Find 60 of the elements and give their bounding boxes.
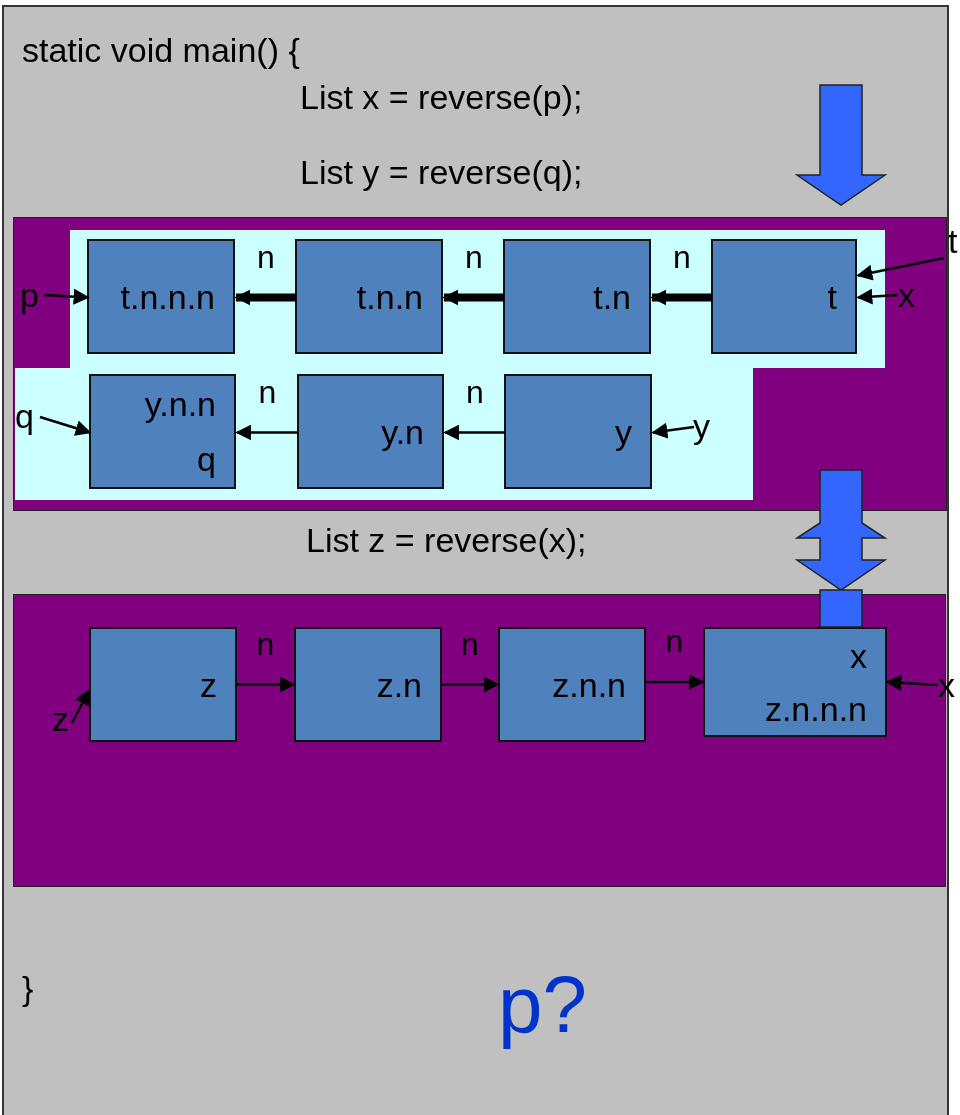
list-node-box	[703, 627, 887, 737]
node-label: y	[615, 412, 632, 451]
code-line: List x = reverse(p);	[300, 77, 583, 117]
variable-label: q	[15, 397, 39, 435]
edge-label: n	[465, 239, 483, 274]
arrow	[443, 424, 505, 441]
edge-label: n	[466, 374, 484, 409]
variable-label: y	[693, 407, 715, 445]
edge-label: n	[673, 239, 691, 274]
arrow	[856, 288, 899, 305]
code-line: static void main() {	[22, 30, 300, 70]
list-node-box	[294, 627, 442, 742]
variable-label: p	[20, 276, 44, 314]
list-node-box	[504, 374, 652, 489]
question-text: p?	[498, 960, 587, 1050]
arrow	[235, 424, 298, 441]
arrow	[646, 674, 705, 690]
edge-label: n	[256, 626, 275, 661]
node-label: t.n	[593, 277, 631, 316]
list-node-box	[89, 374, 236, 489]
code-block-panel	[13, 217, 947, 511]
node-label: y.n.n	[144, 384, 216, 423]
code-line: List z = reverse(x);	[306, 520, 587, 560]
arrow	[43, 288, 90, 305]
arrow	[885, 674, 939, 691]
node-label: t	[827, 277, 837, 316]
variable-label: x	[938, 666, 958, 704]
arrow	[856, 256, 945, 281]
arrow	[442, 289, 504, 306]
variable-label: z	[52, 700, 72, 738]
node-label: q	[197, 440, 216, 479]
arrow	[650, 289, 712, 306]
code-line: }	[22, 968, 34, 1008]
list-node-box	[498, 627, 646, 742]
variable-label: x	[898, 276, 920, 314]
node-label: z	[200, 665, 217, 704]
list-node-box	[711, 239, 857, 354]
code-line: List y = reverse(q);	[300, 152, 583, 192]
node-label: y.n	[381, 412, 424, 451]
edge-label: n	[665, 624, 684, 658]
arrow	[39, 415, 92, 436]
edge-label: n	[461, 626, 479, 661]
arrow	[651, 422, 695, 439]
edge-label: n	[257, 239, 275, 274]
arrow	[442, 676, 500, 693]
node-label: t.n.n	[356, 277, 423, 316]
edge-label: n	[258, 374, 277, 409]
arrow	[237, 676, 296, 693]
arrow	[70, 689, 91, 724]
node-label: t.n.n.n	[120, 277, 215, 316]
list-node-box	[297, 374, 444, 489]
node-label: x	[850, 636, 867, 675]
arrow	[234, 289, 296, 306]
list-node-box	[295, 239, 443, 354]
node-label: z.n.n.n	[764, 689, 867, 728]
list-node-box	[89, 627, 237, 742]
node-label: z.n.n	[552, 665, 626, 704]
list-node-box	[87, 239, 235, 354]
list-node-box	[503, 239, 651, 354]
node-label: z.n	[376, 665, 422, 704]
